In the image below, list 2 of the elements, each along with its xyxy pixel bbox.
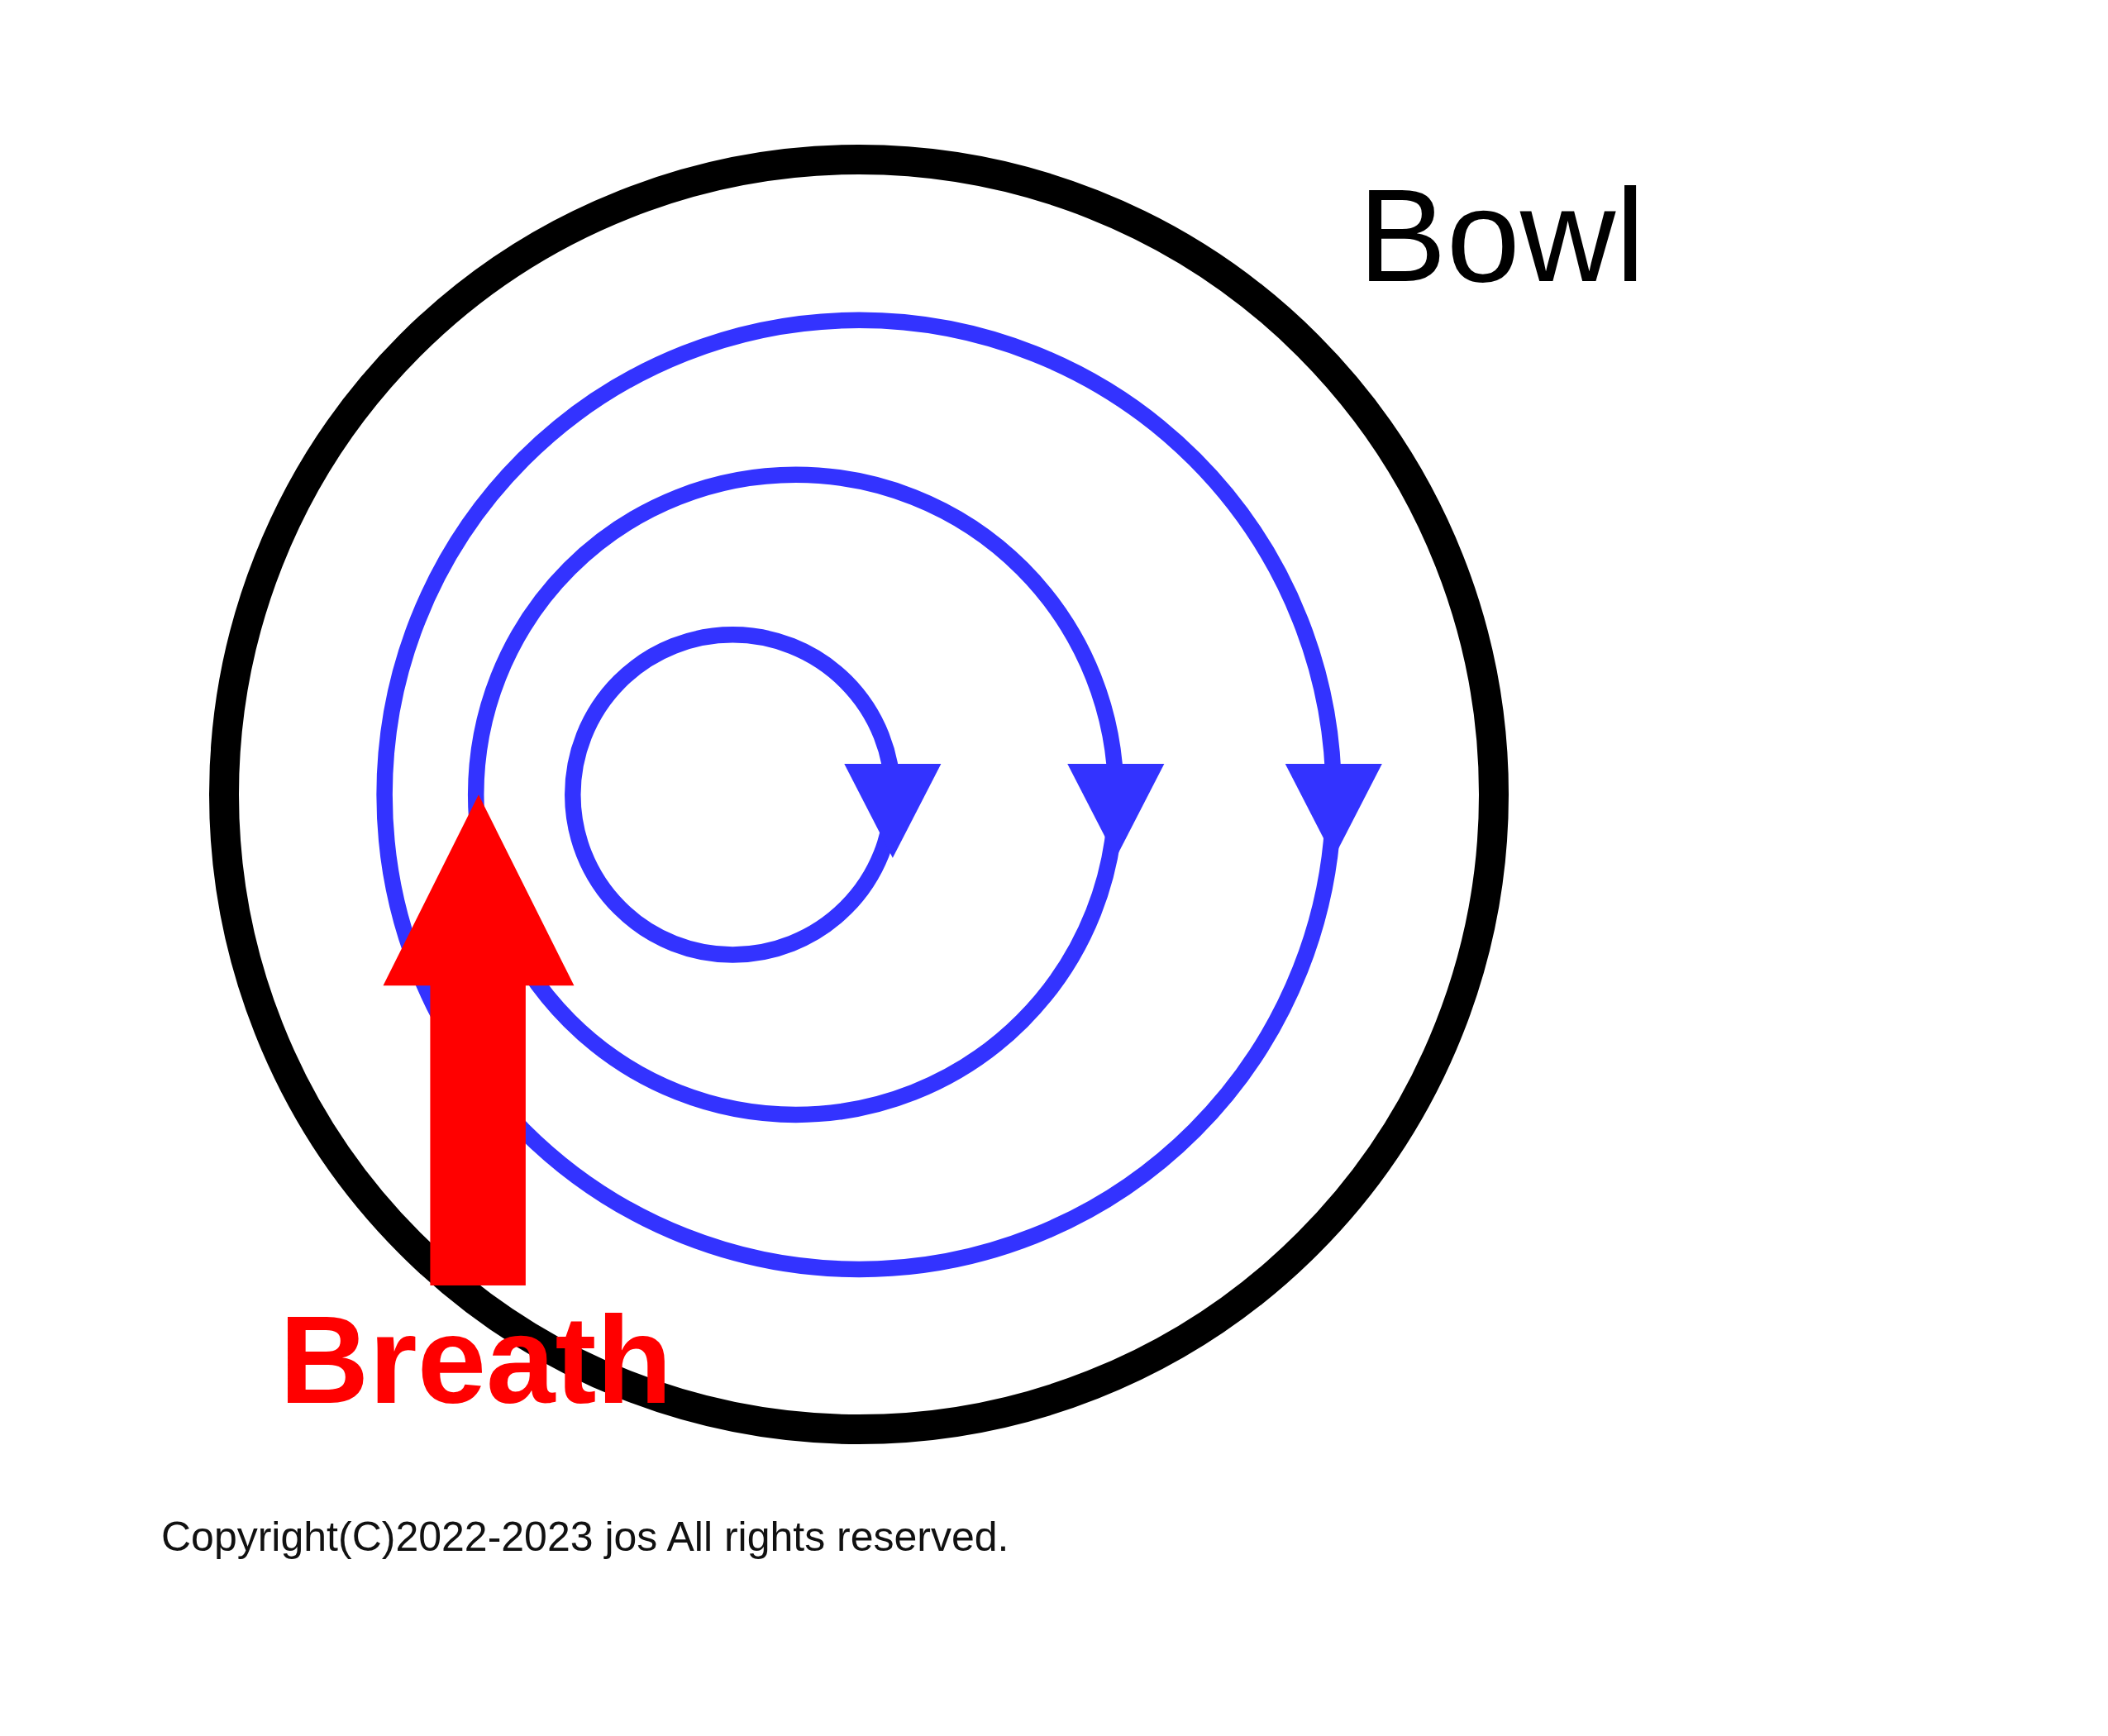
copyright-note: Copyright(C)2022-2023 jos All rights reserved. (161, 1516, 1009, 1557)
bowl-label: Bowl (1358, 169, 1645, 302)
